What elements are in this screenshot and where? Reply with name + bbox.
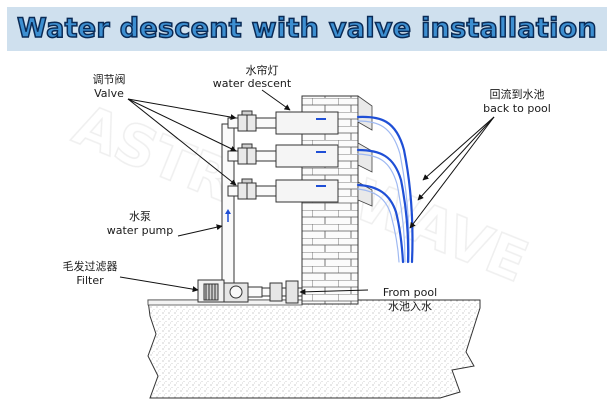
- valve-label-cn: 调节阀: [92, 73, 126, 86]
- nozzle-box-2: [275, 144, 339, 168]
- valve-2: [237, 143, 257, 165]
- water-streams: [356, 115, 414, 264]
- filter-label-en: Filter: [76, 274, 104, 287]
- stream-2: [356, 148, 410, 264]
- water-descent-label-cn: 水帘灯: [245, 64, 279, 77]
- ground-slab: [147, 299, 481, 399]
- diagram-title: Water descent with valve installation: [16, 12, 598, 45]
- wall-ledge-2: [357, 142, 373, 173]
- water-pump-label-en: water pump: [106, 224, 174, 237]
- stream-3: [356, 183, 405, 264]
- valve-3: [237, 178, 257, 200]
- riser-pipe: [221, 123, 235, 287]
- back-to-pool-label-en: back to pool: [483, 102, 551, 115]
- nozzle-box-3: [275, 179, 339, 203]
- water-descent-label-en: water descent: [212, 77, 292, 90]
- suction-fittings: [269, 280, 299, 304]
- filter-label-cn: 毛发过滤器: [62, 260, 118, 273]
- back-to-pool-label-cn: 回流到水池: [489, 88, 545, 101]
- title-banner: Water descent with valve installation: [7, 7, 607, 51]
- water-pump-label-cn: 水泵: [129, 210, 151, 223]
- filter: [197, 279, 225, 303]
- from-pool-label-en: From pool: [382, 286, 438, 299]
- nozzle-box-1: [275, 111, 339, 135]
- from-pool-label-cn: 水池入水: [388, 300, 432, 313]
- wall-ledge-3: [357, 181, 373, 207]
- water-pump: [223, 282, 263, 303]
- wall-ledge: [357, 95, 373, 131]
- flow-marks: [316, 118, 326, 187]
- valve-1: [237, 110, 257, 132]
- valve-label-en: Valve: [94, 87, 124, 100]
- leader-lines: [119, 89, 495, 295]
